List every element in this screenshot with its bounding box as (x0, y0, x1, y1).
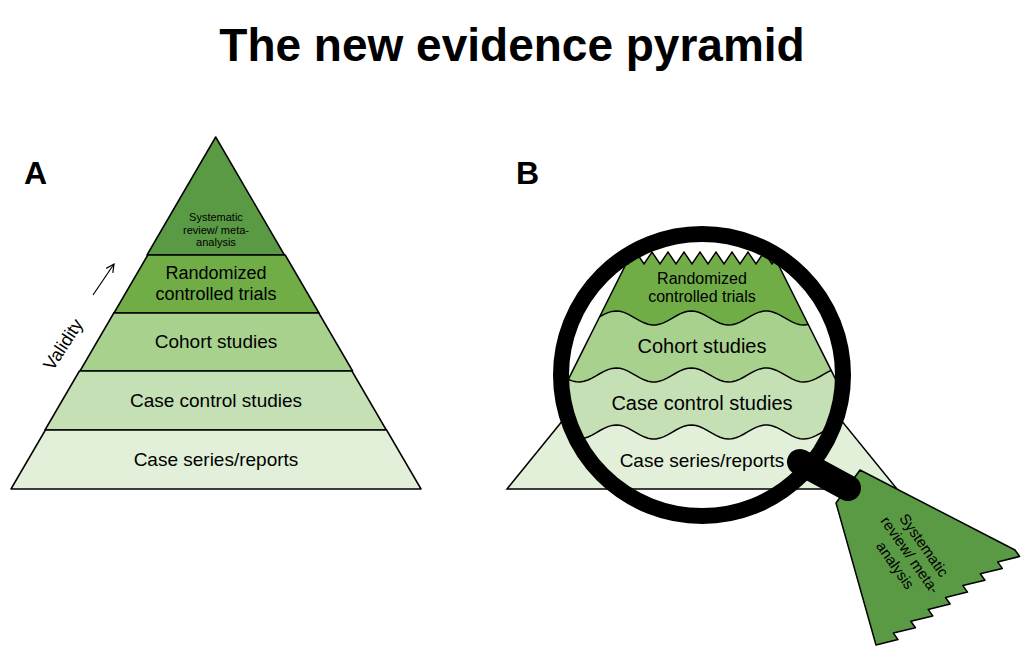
level-fill (45, 371, 386, 430)
title: The new evidence pyramid (0, 20, 1024, 71)
level-label: Systematic review/ meta-analysis (176, 211, 256, 249)
pyramid-level: Case series/reports (11, 430, 421, 489)
level-fill (11, 430, 421, 489)
panel-letter: A (24, 156, 47, 191)
pyramid-level: Case control studies (45, 371, 386, 430)
lens-clip (514, 252, 891, 489)
lens-clip (540, 311, 864, 382)
level-label: Case control studies (611, 392, 792, 415)
level-fill (80, 313, 353, 371)
level-label: Cohort studies (155, 331, 278, 353)
wavy-divider (540, 311, 864, 325)
level-fill (540, 368, 864, 439)
level-group (540, 368, 864, 439)
level-fill (540, 311, 864, 382)
pyramid-level: Cohort studies (80, 313, 353, 371)
level-fill (114, 255, 319, 313)
wavy-divider (540, 368, 864, 382)
level-label: Cohort studies (638, 335, 767, 358)
pyramid-clip (540, 368, 864, 439)
level-fill (147, 137, 284, 255)
level-label: Case series/reports (134, 449, 299, 471)
level-label: Case control studies (130, 390, 302, 412)
torn-edge (540, 252, 860, 264)
axis-label: Validity (40, 316, 87, 374)
pyramid-level: Systematic review/ meta-analysis (147, 137, 284, 255)
level-label: Randomized controlled trials (632, 270, 772, 307)
lens-ring (561, 234, 843, 516)
pyramid-edge (775, 258, 891, 489)
level-label: Randomized controlled trials (141, 263, 291, 304)
level-label: Case series/reports (620, 450, 785, 472)
pyramid-edge (514, 258, 630, 489)
pyramid-clip (540, 311, 864, 382)
handle-fill (836, 470, 1020, 645)
level-group (540, 311, 864, 382)
wavy-divider (540, 425, 864, 439)
panel-letter: B (516, 156, 539, 191)
pyramid-level: Randomized controlled trials (114, 255, 319, 313)
lens-clip (540, 368, 864, 439)
validity-arrow (93, 264, 114, 295)
